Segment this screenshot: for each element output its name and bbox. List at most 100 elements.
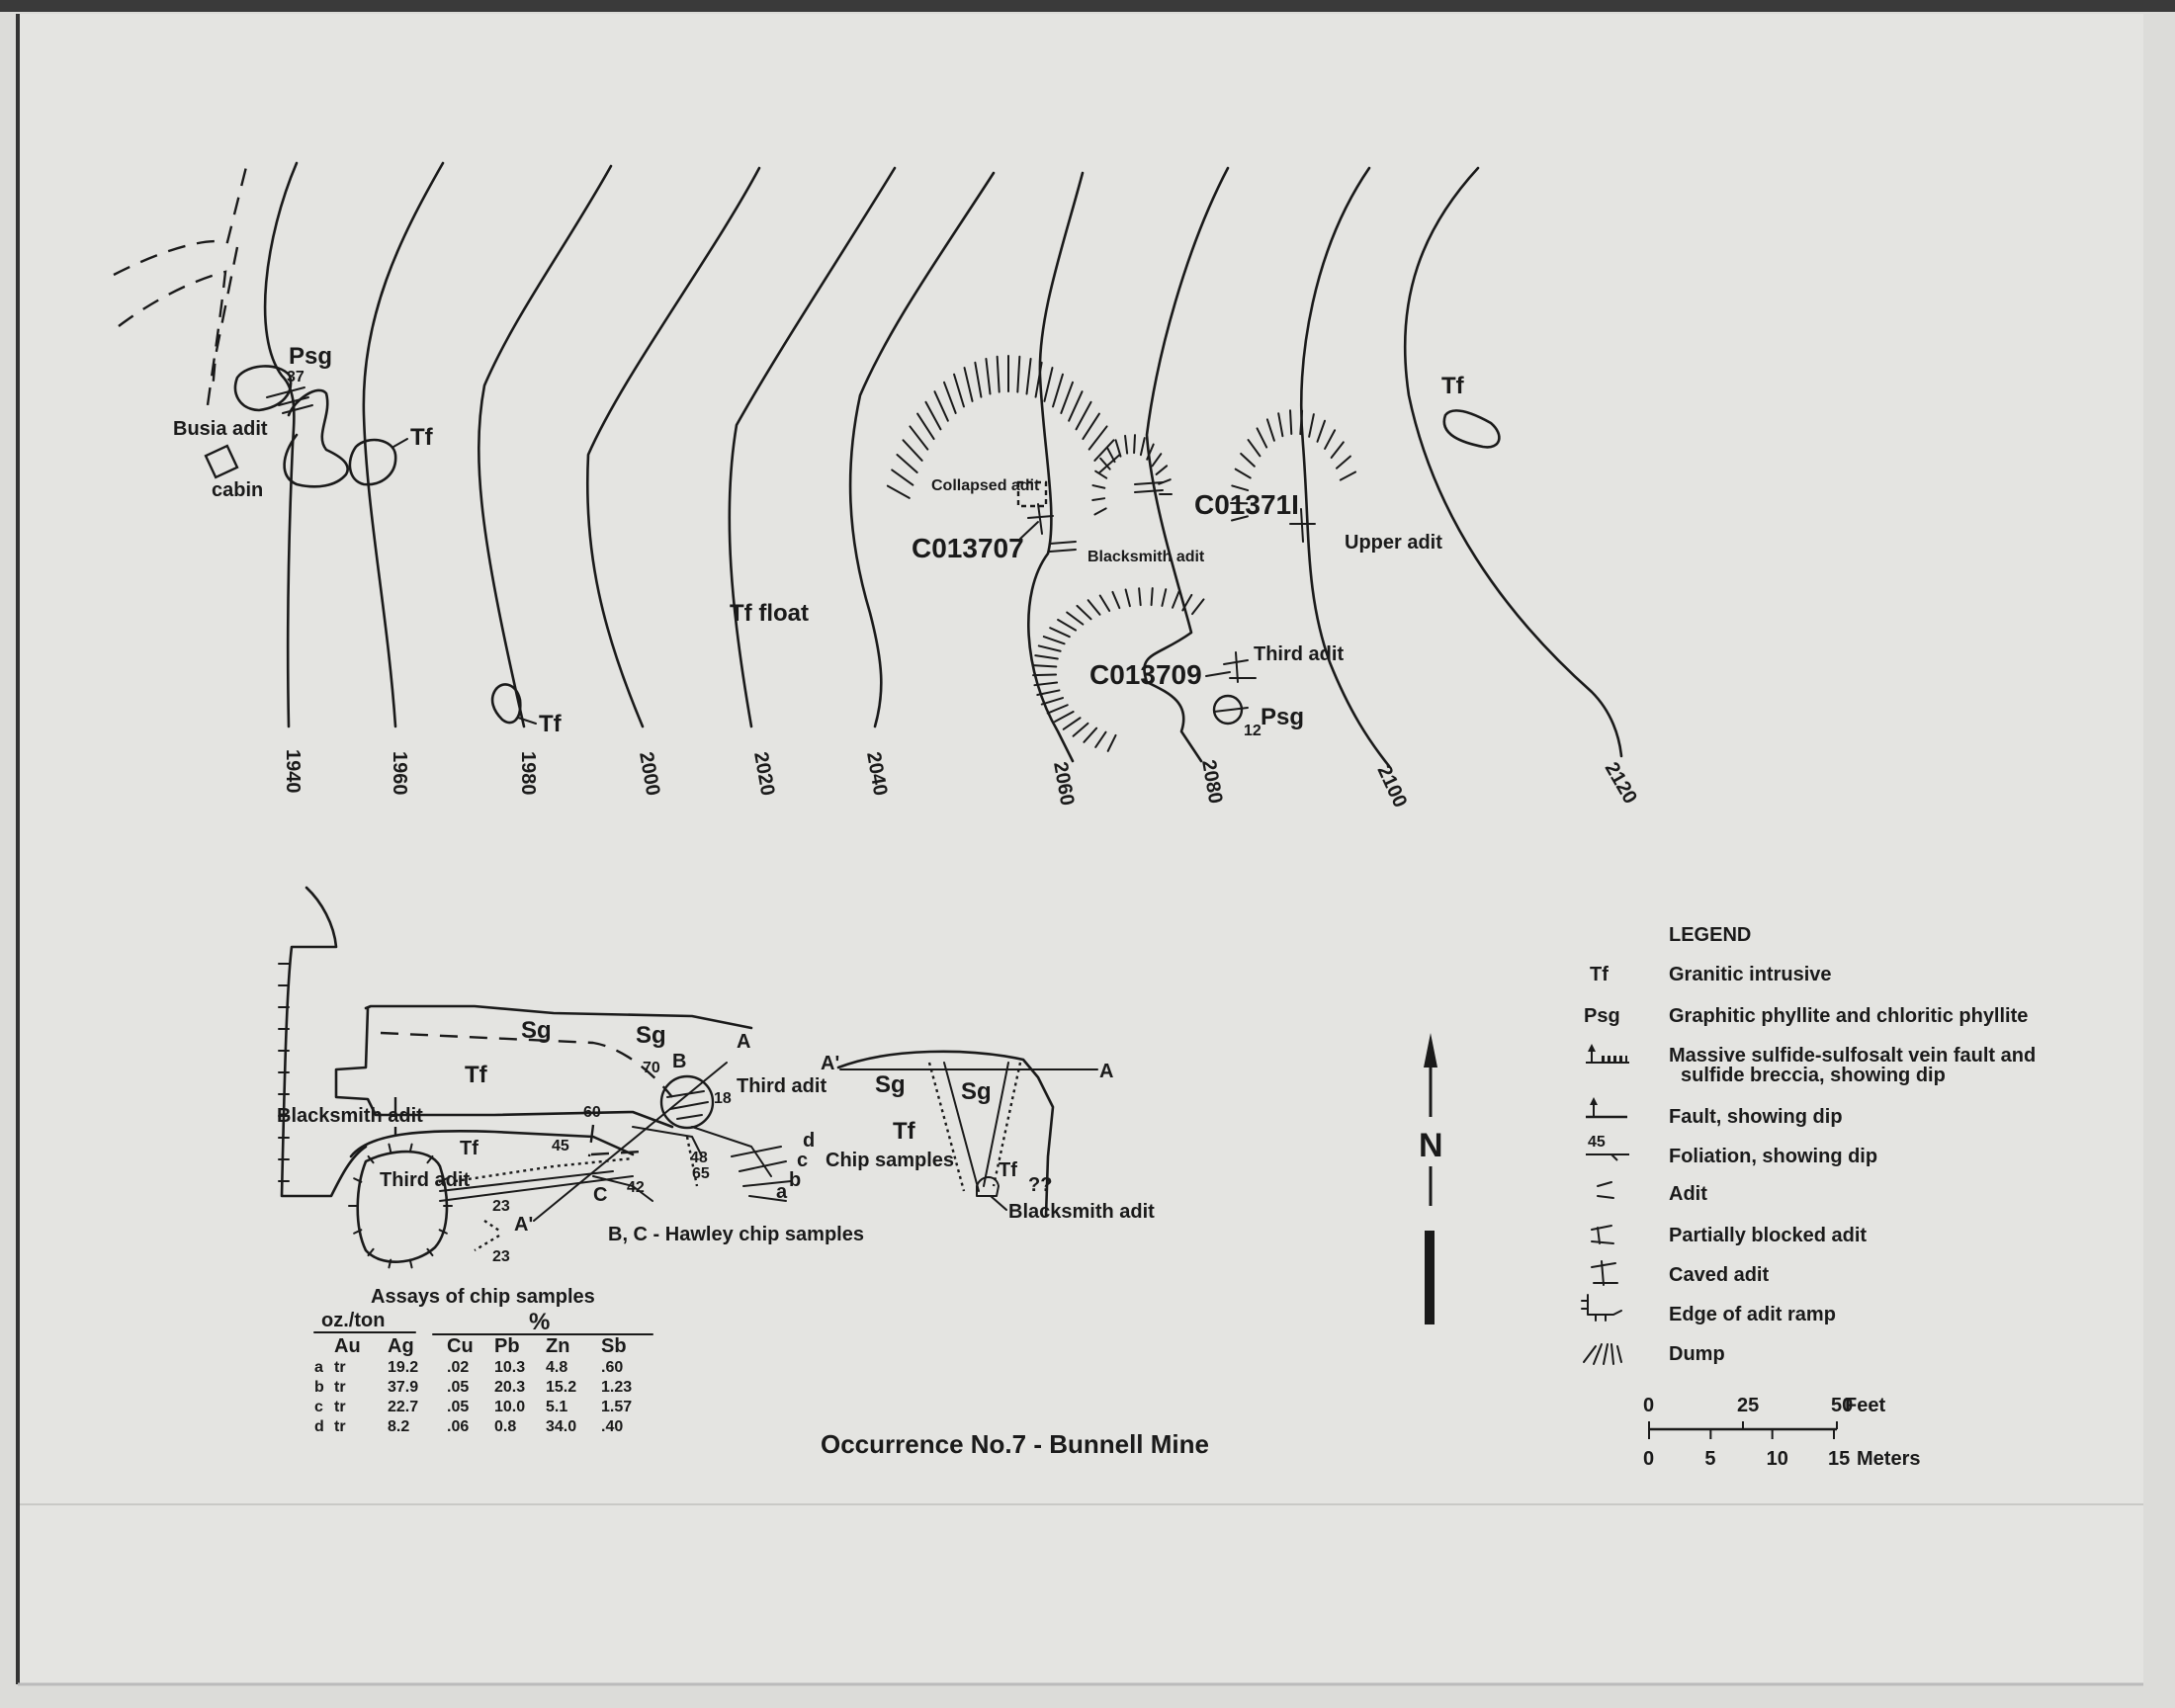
dump-tick xyxy=(1265,418,1275,442)
psg-outcrop-south xyxy=(1212,694,1244,726)
dump-tick xyxy=(1040,697,1065,706)
assay-cell: 1.57 xyxy=(601,1399,632,1415)
dip-23b: 23 xyxy=(492,1248,510,1265)
drift-lines xyxy=(439,1126,703,1202)
dump-tick xyxy=(1289,409,1293,435)
assay-cell: tr xyxy=(334,1359,346,1376)
c013707-marker xyxy=(1027,503,1054,535)
adit-ramp-ticks xyxy=(278,963,290,1182)
dump-tick xyxy=(1191,598,1205,616)
dump-tick xyxy=(1172,590,1180,609)
legend: LEGEND Tf Psg 45 Granitic intrusiveGraph… xyxy=(1581,924,2036,1365)
assay-header-cu: Cu xyxy=(447,1335,474,1357)
legend-symbol-ramp xyxy=(1581,1294,1622,1322)
dump-tick xyxy=(1124,588,1131,608)
dump-tick xyxy=(1087,599,1101,616)
chip-samples-label: Chip samples xyxy=(826,1150,954,1171)
room-tick xyxy=(353,1177,363,1183)
dump-tick xyxy=(1231,484,1250,492)
dump-tick xyxy=(1151,453,1163,468)
tf-east-label: Tf xyxy=(1441,373,1465,399)
dump-tick xyxy=(1043,367,1054,402)
legend-symbol-dump xyxy=(1583,1343,1622,1365)
room-tick xyxy=(438,1177,448,1183)
dump-tick xyxy=(1161,588,1168,607)
c-label: C xyxy=(593,1184,607,1206)
room-tick xyxy=(408,1143,413,1153)
chip-label-d: d xyxy=(803,1130,815,1152)
contour-labels: 1940 1960 1980 2000 2020 2040 2060 2080 … xyxy=(282,749,1641,811)
contour-2080 xyxy=(1143,166,1230,763)
legend-text: Fault, showing dip xyxy=(1669,1106,1843,1128)
detail-south-wall xyxy=(349,1129,635,1158)
dump-tick xyxy=(1082,412,1100,441)
assay-cell: 5.1 xyxy=(546,1399,567,1415)
section-fault-lines xyxy=(943,1062,1009,1192)
detail-north-wall xyxy=(364,1004,753,1030)
dump-tick xyxy=(1106,447,1116,464)
third-adit-room xyxy=(356,1150,449,1263)
scale-meter-label: 10 xyxy=(1767,1448,1788,1470)
contour-label-1960: 1960 xyxy=(389,751,410,796)
dump-tick xyxy=(1181,593,1193,612)
dump-tick xyxy=(1032,673,1058,677)
vein-lower xyxy=(483,1220,500,1232)
contour-2100 xyxy=(1300,166,1391,768)
collapsed-adit-label-1: Collapsed adit xyxy=(931,477,1040,494)
legend-symbol-fault xyxy=(1586,1097,1627,1119)
legend-title: LEGEND xyxy=(1669,924,1751,946)
dump-tick xyxy=(1138,587,1142,607)
chip-sample-lines xyxy=(691,1126,792,1202)
dump-tick xyxy=(953,373,965,408)
legend-text: Partially blocked adit xyxy=(1669,1225,1867,1246)
section-line-a xyxy=(533,1062,728,1222)
dump-tick xyxy=(1093,507,1107,516)
psg-south-foliation xyxy=(1213,707,1249,713)
dump-tick xyxy=(902,439,923,462)
psg-outcrop-north xyxy=(233,365,293,412)
dump-tick xyxy=(1094,730,1107,748)
dump-tick xyxy=(1032,664,1058,668)
dump-tick xyxy=(1076,604,1092,621)
dump-tick xyxy=(1054,711,1075,724)
assay-row-id: b xyxy=(314,1379,324,1396)
dump-tick xyxy=(886,484,911,499)
section-a-right: A xyxy=(1099,1061,1113,1082)
room-tick xyxy=(367,1247,375,1257)
dump-tick xyxy=(1139,437,1146,457)
assay-cell: .05 xyxy=(447,1399,469,1415)
dump-tick xyxy=(985,358,992,395)
dump-tick xyxy=(1339,470,1357,481)
dump-tick xyxy=(1308,413,1315,438)
scale-feet-label: 50 xyxy=(1831,1395,1853,1416)
dump-tick xyxy=(1033,681,1059,687)
dump-tick xyxy=(1066,611,1085,626)
dump-tick xyxy=(1042,636,1066,645)
dump-tick xyxy=(1234,468,1252,479)
room-tick xyxy=(388,1258,392,1269)
dip-23a: 23 xyxy=(492,1198,510,1215)
chip-label-a: a xyxy=(776,1181,788,1203)
tf-outcrop-east xyxy=(1442,409,1501,449)
room-tick xyxy=(426,1247,434,1257)
dip-60: 60 xyxy=(583,1104,601,1121)
dump-tick xyxy=(1083,726,1098,743)
legend-text: Dump xyxy=(1669,1343,1725,1365)
dump-tick xyxy=(1098,454,1121,473)
legend-text: Adit xyxy=(1669,1183,1707,1205)
contour-2040 xyxy=(848,171,996,728)
collapsed-adit-symbol xyxy=(1016,480,1048,508)
dip-70: 70 xyxy=(643,1060,660,1076)
legend-text: Massive sulfide-sulfosalt vein fault and xyxy=(1669,1045,2036,1067)
assay-row-id: d xyxy=(314,1418,324,1435)
c013709-label: C013709 xyxy=(1089,659,1202,690)
assay-cell: 15.2 xyxy=(546,1379,576,1396)
assay-cell: 1.23 xyxy=(601,1379,632,1396)
dump-tick xyxy=(1036,689,1061,697)
psg-south-dip: 12 xyxy=(1244,723,1262,739)
dump-tick xyxy=(1324,429,1337,450)
dump-tick xyxy=(1098,594,1111,613)
tf-outcrop-cabin xyxy=(348,438,397,486)
sg-second-label: Sg xyxy=(636,1022,666,1049)
